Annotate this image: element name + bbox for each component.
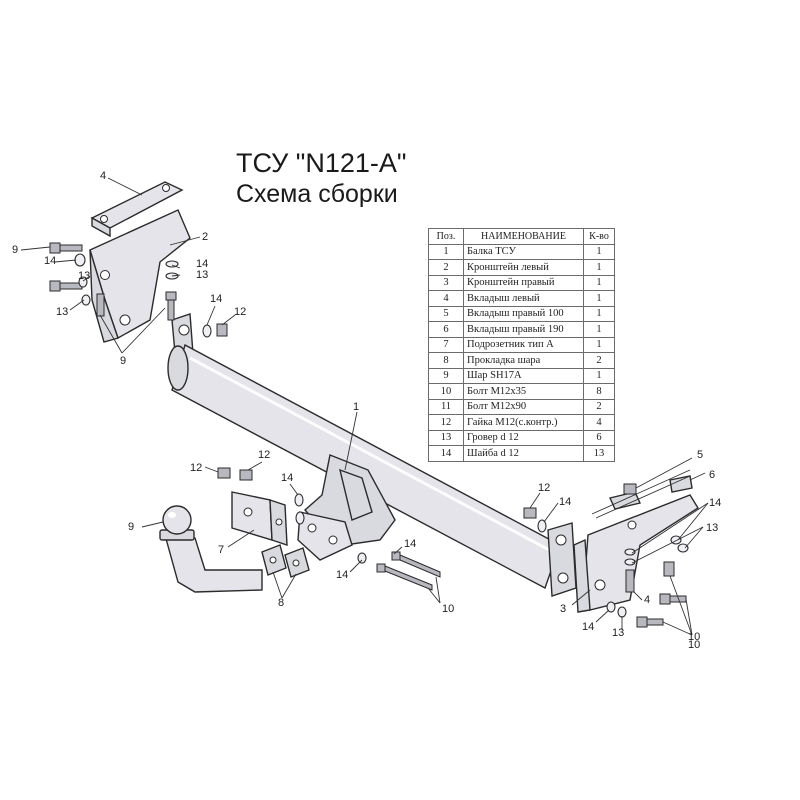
left-hardware [49,242,228,338]
cell-qty: 13 [583,445,615,462]
diagram-subtitle: Схема сборки [236,180,398,208]
cell-pos: 14 [428,445,464,462]
right-inserts [591,469,693,519]
callout-9: 9 [128,521,134,533]
diagram-title: ТСУ "N121-A" [236,148,407,178]
tow-beam [167,313,577,597]
callout-14: 14 [559,496,571,508]
right-bracket [573,494,699,613]
callout-8: 8 [278,597,284,609]
center-bolts [357,551,441,591]
cell-name: Шайба d 12 [463,445,584,462]
callout-12: 12 [190,462,202,474]
callout-14: 14 [336,569,348,581]
callout-4: 4 [644,594,650,606]
cell-qty: 4 [583,414,615,431]
callout-5: 5 [697,449,703,461]
left-bracket [89,209,191,343]
callout-14: 14 [210,293,222,305]
callout-4: 4 [100,170,106,182]
callout-1: 1 [353,401,359,413]
right-hardware [606,535,689,628]
callout-6: 6 [709,469,715,481]
callout-10: 10 [442,603,454,615]
callout-13: 13 [612,627,624,639]
callout-14: 14 [281,472,293,484]
callout-14: 14 [582,621,594,633]
callout-13: 13 [78,270,90,282]
callout-labels: 4 2 9 14 13 14 13 13 9 14 12 1 12 12 14 … [12,170,721,651]
callout-10: 10 [688,631,700,643]
callout-9: 9 [12,244,18,256]
callout-9: 9 [120,355,126,367]
socket-plate [217,467,305,546]
callout-13: 13 [706,522,718,534]
callout-10: 10 [688,639,700,651]
callout-13: 13 [196,269,208,281]
ball-spacers [261,544,310,578]
leader-lines [20,177,709,636]
callout-14: 14 [44,255,56,267]
right-beam-hardware [523,507,547,533]
callout-7: 7 [218,544,224,556]
callout-14: 14 [709,497,721,509]
tow-ball [159,505,263,593]
callout-12: 12 [234,306,246,318]
callout-2: 2 [202,231,208,243]
callout-12: 12 [538,482,550,494]
callout-13: 13 [56,306,68,318]
callout-3: 3 [560,603,566,615]
callout-12: 12 [258,449,270,461]
cell-qty: 1 [583,321,615,338]
callout-14: 14 [196,258,208,270]
callout-14: 14 [404,538,416,550]
